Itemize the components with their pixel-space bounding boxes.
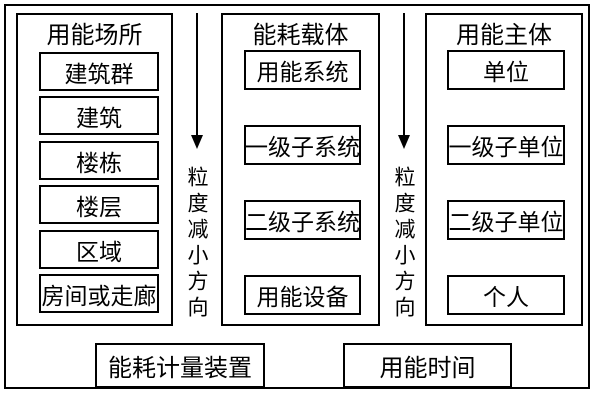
panel-usage-subject-title: 用能主体 — [456, 21, 552, 49]
node-room-or-corridor: 房间或走廊 — [39, 274, 159, 313]
node-energy-metering-device: 能耗计量装置 — [95, 343, 265, 388]
node-unit: 单位 — [447, 50, 565, 90]
panel-energy-carrier: 能耗载体 用能系统 一级子系统 二级子系统 用能设备 — [221, 13, 380, 326]
node-individual: 个人 — [447, 275, 565, 315]
granularity-direction-label-1: 粒度减小方向 — [185, 166, 209, 322]
down-arrow-line-1 — [196, 13, 198, 135]
panel-usage-subject: 用能主体 单位 一级子单位 二级子单位 个人 — [425, 13, 583, 326]
panel-energy-carrier-title: 能耗载体 — [252, 21, 349, 49]
node-energy-system: 用能系统 — [244, 50, 361, 90]
down-arrow-head-1 — [191, 135, 203, 149]
node-floor: 楼层 — [39, 185, 159, 224]
node-building: 建筑 — [39, 96, 159, 135]
node-level2-subunit: 二级子单位 — [447, 200, 565, 240]
node-building-block: 楼栋 — [39, 141, 159, 180]
down-arrow-head-2 — [398, 135, 410, 149]
node-energy-use-time: 用能时间 — [343, 343, 512, 388]
granularity-direction-label-2: 粒度减小方向 — [392, 166, 416, 322]
node-building-cluster: 建筑群 — [39, 52, 159, 91]
node-level1-subunit: 一级子单位 — [447, 125, 565, 165]
node-level2-subsystem: 二级子系统 — [244, 200, 361, 240]
node-energy-device: 用能设备 — [244, 275, 361, 315]
panel-usage-place: 用能场所 建筑群 建筑 楼栋 楼层 区域 房间或走廊 — [16, 13, 173, 326]
panel-usage-place-title: 用能场所 — [46, 21, 143, 49]
node-level1-subsystem: 一级子系统 — [244, 125, 361, 165]
node-zone: 区域 — [39, 230, 159, 269]
down-arrow-line-2 — [403, 13, 405, 135]
